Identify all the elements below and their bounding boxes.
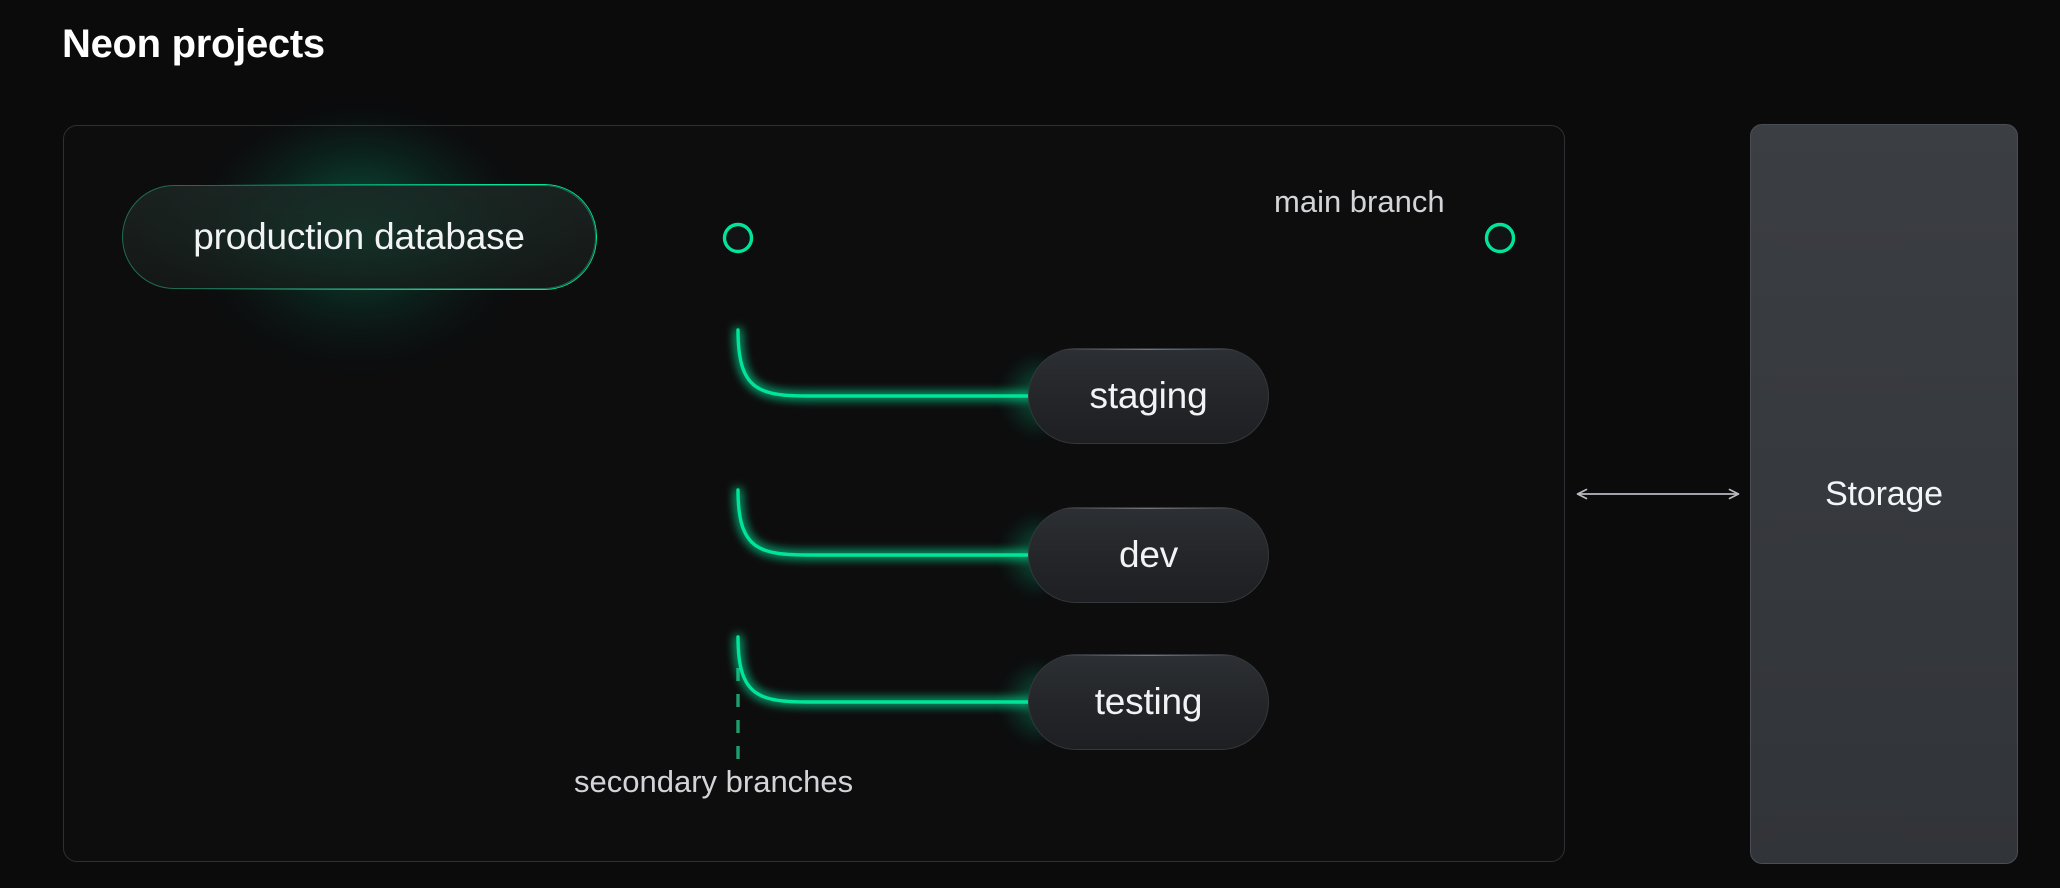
main-branch-label: main branch: [1274, 184, 1445, 219]
secondary-branches-label: secondary branches: [574, 764, 854, 799]
page-title: Neon projects: [62, 22, 325, 66]
storage-label: Storage: [1825, 474, 1943, 513]
node-production-database[interactable]: production database: [122, 185, 596, 289]
node-staging-label: staging: [1089, 375, 1208, 416]
node-testing-label: testing: [1094, 681, 1203, 722]
storage-box[interactable]: Storage: [1750, 124, 2018, 864]
node-staging[interactable]: staging: [1028, 348, 1269, 444]
node-dev[interactable]: dev: [1028, 507, 1269, 603]
node-production-database-label: production database: [193, 216, 525, 257]
node-testing[interactable]: testing: [1028, 654, 1269, 750]
node-dev-label: dev: [1118, 534, 1179, 575]
